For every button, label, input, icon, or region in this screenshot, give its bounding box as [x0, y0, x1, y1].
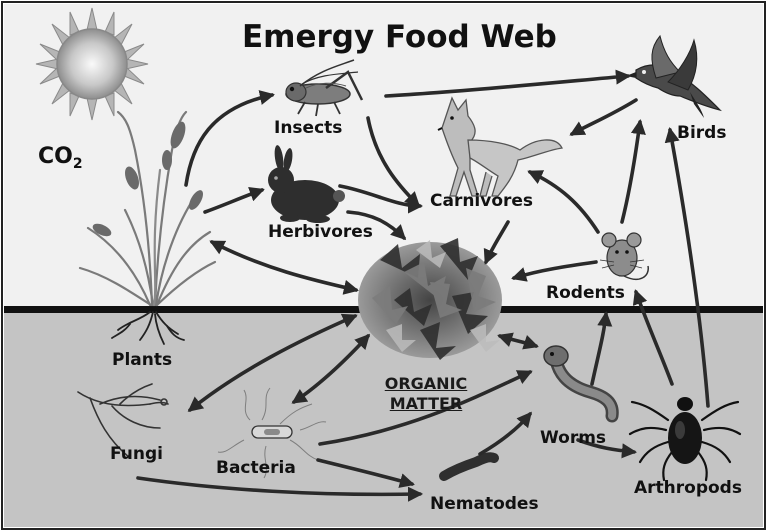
organic-matter-line1: ORGANIC: [376, 374, 476, 394]
label-rodents: Rodents: [546, 285, 625, 302]
label-birds: Birds: [677, 125, 726, 142]
diagram-title: Emergy Food Web: [242, 22, 557, 53]
label-organic-matter: ORGANIC MATTER: [376, 374, 476, 414]
label-nematodes: Nematodes: [430, 496, 539, 513]
label-carnivores: Carnivores: [430, 193, 533, 210]
label-fungi: Fungi: [110, 446, 163, 463]
label-herbivores: Herbivores: [268, 224, 373, 241]
label-worms: Worms: [540, 430, 606, 447]
label-arthropods: Arthropods: [634, 480, 742, 497]
label-insects: Insects: [274, 120, 342, 137]
organic-matter-line2: MATTER: [376, 394, 476, 414]
co2-label: CO2: [38, 146, 83, 171]
sun-icon: [36, 8, 148, 120]
label-bacteria: Bacteria: [216, 460, 296, 477]
label-plants: Plants: [112, 352, 172, 369]
co2-subscript: 2: [73, 156, 83, 172]
co2-text: CO: [38, 144, 73, 169]
